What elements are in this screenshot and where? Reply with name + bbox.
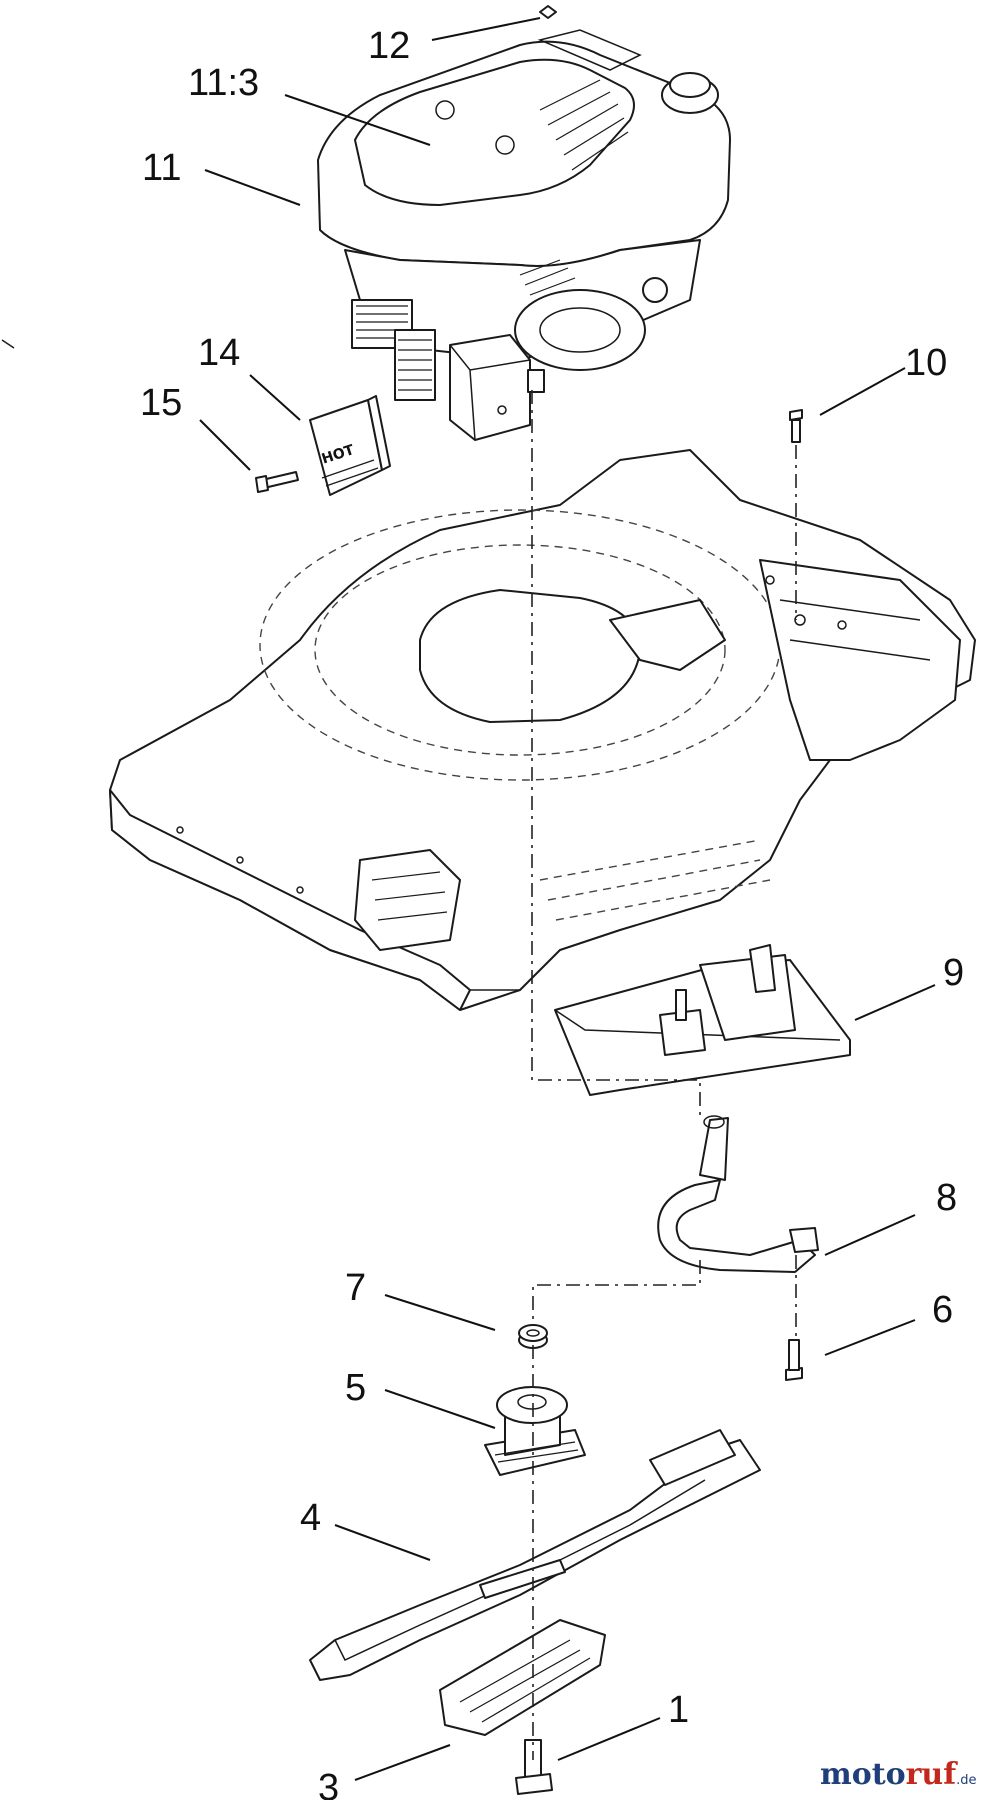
callout-7: 7	[345, 1267, 366, 1309]
watermark-logo: motoruf.de	[820, 1757, 977, 1792]
engine	[317, 29, 731, 441]
blade	[309, 1429, 761, 1681]
callout-5: 5	[345, 1367, 366, 1409]
watermark-brand-a: moto	[820, 1757, 906, 1792]
callout-6: 6	[932, 1289, 953, 1331]
callout-15: 15	[140, 382, 182, 424]
baffle	[554, 944, 851, 1096]
nut-7	[518, 1324, 548, 1349]
callout-11-3: 11:3	[188, 62, 259, 104]
watermark-suffix: .de	[956, 1773, 976, 1788]
assembly-axes	[531, 390, 797, 1760]
heat-shield: HOT	[309, 395, 391, 496]
callout-9: 9	[943, 952, 964, 994]
callout-3: 3	[318, 1767, 339, 1800]
blade-bolt	[515, 1739, 553, 1795]
blade-washer	[439, 1619, 606, 1736]
watermark-brand-b: ruf	[906, 1757, 959, 1792]
marker-12	[539, 5, 557, 19]
mower-deck	[109, 449, 976, 1011]
blade-adapter	[484, 1386, 586, 1476]
edge-mark	[1, 339, 15, 349]
callout-1: 1	[668, 1689, 689, 1731]
callout-numbers: 12 11:3 11 14 15 10 9 8 6 7 5 4 3 1	[140, 25, 964, 1800]
blade-brake-bail	[657, 1115, 819, 1273]
bolt-10	[789, 409, 803, 443]
cylinder-fins	[351, 299, 436, 401]
bolt-6	[785, 1339, 803, 1381]
callout-14: 14	[198, 332, 240, 374]
callout-8: 8	[936, 1177, 957, 1219]
screw-15	[255, 471, 299, 493]
callout-10: 10	[905, 342, 947, 384]
svg-text:motoruf.de: motoruf.de	[820, 1757, 977, 1792]
callout-12: 12	[368, 25, 410, 67]
leader-lines	[199, 17, 936, 1781]
callout-11: 11	[142, 147, 181, 189]
callout-4: 4	[300, 1497, 321, 1539]
